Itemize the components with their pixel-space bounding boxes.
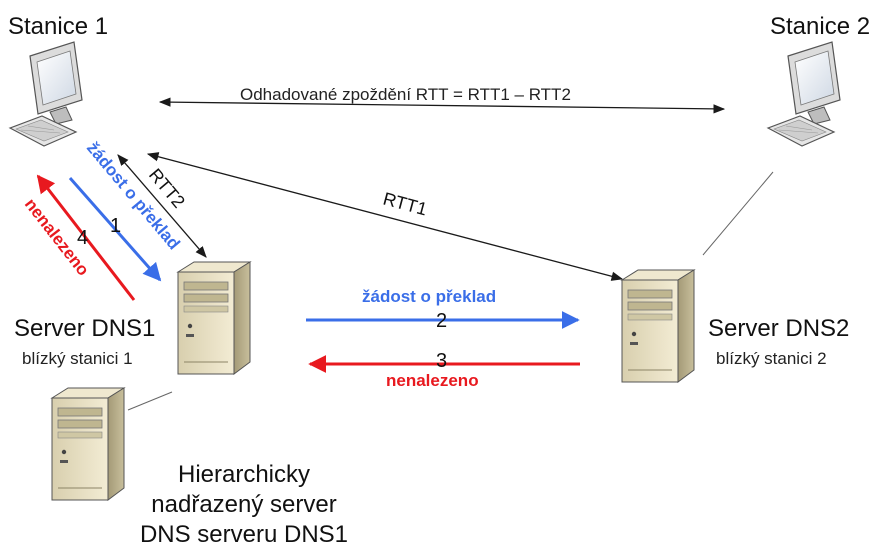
station2-title: Stanice 2 <box>770 13 871 40</box>
step4-arrow <box>36 174 136 301</box>
parent-line-3: DNS serveru DNS1 <box>139 521 349 548</box>
step1-number: 1 <box>110 215 121 237</box>
parent-server-icon <box>51 387 125 501</box>
step3-label: nenalezeno <box>386 371 479 390</box>
step2-label: žádost o překlad <box>362 287 497 306</box>
dns1-server-icon <box>177 261 251 375</box>
station2-desktop-icon <box>767 41 841 147</box>
dns1-title: Server DNS1 <box>14 315 156 342</box>
step2-number: 2 <box>436 310 448 332</box>
parent-server-label: Hierarchicky nadřazený server DNS server… <box>128 460 360 550</box>
estimate-arrow <box>158 97 726 114</box>
station1-title: Stanice 1 <box>8 13 109 40</box>
estimate-label: Odhadované zpoždění RTT = RTT1 – RTT2 <box>240 85 571 104</box>
rtt1-label: RTT1 <box>381 189 429 220</box>
dns2-server-icon <box>621 269 695 383</box>
dns2-title: Server DNS2 <box>708 315 850 342</box>
step1-arrow <box>68 177 162 282</box>
dns2-subtitle: blízký stanici 2 <box>716 349 827 368</box>
link-dns1-parent <box>127 391 173 411</box>
parent-line-1: Hierarchicky <box>177 461 311 488</box>
rtt2-arrow <box>117 154 207 258</box>
station1-desktop-icon <box>9 41 83 147</box>
step4-number: 4 <box>77 227 88 249</box>
rtt1-arrow <box>146 152 624 281</box>
step3-number: 3 <box>436 350 448 372</box>
dns1-subtitle: blízký stanici 1 <box>22 349 133 368</box>
parent-line-2: nadřazený server <box>151 491 337 518</box>
link-station2-dns2 <box>702 171 774 256</box>
